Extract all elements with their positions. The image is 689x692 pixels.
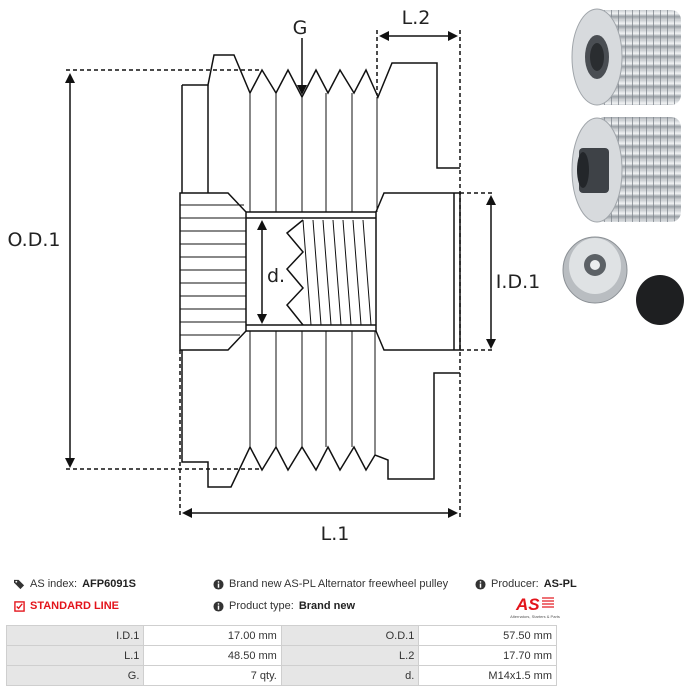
logo-text: AS [515,595,540,614]
spec-value: M14x1.5 mm [418,665,557,686]
product-type-label: Product type: [229,600,294,612]
info-icon [475,578,486,590]
spec-key: G. [5,665,145,686]
product-type: Product type: Brand new [213,600,355,612]
pulley-rear-view [571,117,681,223]
spec-value: 7 qty. [143,665,282,686]
spec-value: 48.50 mm [143,645,282,666]
pulley-technical-drawing: G L.2 L.1 O.D.1 I.D.1 d. [8,7,541,545]
product-info: AS index: AFP6091S STANDARD LINE Brand n… [0,574,689,620]
right-hub [375,192,461,351]
pulley-side-with-cap [562,236,684,325]
producer: Producer: AS-PL [475,578,577,590]
standard-line-badge: STANDARD LINE [14,600,119,612]
table-row: L.1 48.50 mm L.2 17.70 mm [5,645,557,666]
as-index-label: AS index: [30,578,78,590]
checkbox-checked-icon [14,600,25,612]
info-icon [213,600,224,612]
tags-icon [14,579,25,589]
spec-key: L.1 [5,645,145,666]
spec-key: O.D.1 [280,625,420,646]
id1-label: I.D.1 [496,271,540,293]
standard-line-label: STANDARD LINE [30,600,120,612]
table-row: G. 7 qty. d. M14x1.5 mm [5,665,557,686]
description-text: Brand new AS-PL Alternator freewheel pul… [229,578,449,590]
spec-value: 17.70 mm [418,645,557,666]
product-photos [562,8,684,325]
thread-profile [285,219,305,326]
producer-label: Producer: [491,578,539,590]
producer-value: AS-PL [543,578,577,590]
spec-key: d. [280,665,420,686]
as-index-value: AFP6091S [82,578,136,590]
specifications-table: I.D.1 17.00 mm O.D.1 57.50 mm L.1 48.50 … [5,625,557,686]
d-label: d. [267,265,285,287]
groove-label: G [293,17,308,39]
od1-label: O.D.1 [8,229,61,251]
spec-value: 17.00 mm [143,625,282,646]
groove-lines [249,93,378,455]
as-index: AS index: AFP6091S [14,578,136,590]
l1-label: L.1 [321,523,350,545]
table-row: I.D.1 17.00 mm O.D.1 57.50 mm [5,625,557,646]
spec-value: 57.50 mm [418,625,557,646]
info-icon [213,578,224,590]
spec-key: L.2 [280,645,420,666]
logo-tagline: Alternators, Starters & Parts [510,614,560,619]
pulley-outline-top [182,54,460,169]
spline-hub [179,192,247,351]
pulley-outline-bottom [181,350,460,488]
pulley-left-flange [181,85,209,193]
pulley-front-view [571,8,681,106]
description: Brand new AS-PL Alternator freewheel pul… [213,578,448,590]
product-type-value: Brand new [298,600,356,612]
as-pl-logo: AS Alternators, Starters & Parts [510,595,560,619]
l2-label: L.2 [402,7,431,29]
spec-key: I.D.1 [5,625,145,646]
